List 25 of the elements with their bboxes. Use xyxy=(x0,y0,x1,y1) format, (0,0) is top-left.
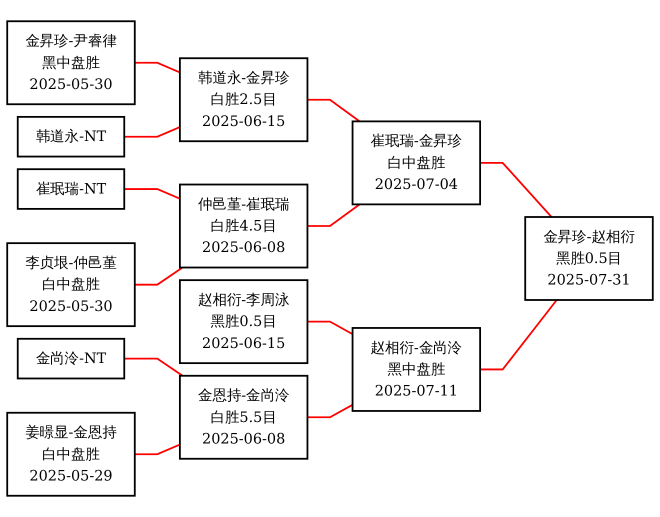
connector xyxy=(480,162,552,218)
node-box: 赵相衍-金尚泠 黑中盘胜 2025-07-11 xyxy=(352,327,482,412)
node-box: 金恩持-金尚泠 白胜5.5目 2025-06-08 xyxy=(178,374,308,460)
connector xyxy=(124,126,180,138)
connector xyxy=(124,188,180,200)
node-box: 金昇珍-尹睿律 黑中盘胜 2025-05-30 xyxy=(6,20,136,106)
node-box: 韩道永-金昇珍 白胜2.5目 2025-06-15 xyxy=(178,57,308,142)
connector xyxy=(124,358,184,377)
node-box: 金尚泠-NT xyxy=(16,338,126,380)
node-box: 赵相衍-李周泳 黑胜0.5目 2025-06-15 xyxy=(178,279,308,364)
node-box: 崔珉瑞-金昇珍 白中盘胜 2025-07-04 xyxy=(352,120,482,206)
connector xyxy=(307,404,353,418)
node-box: 金昇珍-赵相衍 黑胜0.5目 2025-07-31 xyxy=(524,216,654,301)
node-box: 李贞垠-仲邑堇 白中盘胜 2025-05-30 xyxy=(6,242,136,328)
connector xyxy=(307,320,353,335)
node-box: 姜暻显-金恩持 白中盘胜 2025-05-29 xyxy=(6,412,136,497)
connector xyxy=(307,204,360,227)
connector xyxy=(134,62,180,74)
connector xyxy=(134,266,184,286)
connector xyxy=(307,98,360,122)
connector xyxy=(480,299,558,370)
connector xyxy=(134,444,180,456)
node-box: 韩道永-NT xyxy=(16,116,126,158)
node-box: 崔珉瑞-NT xyxy=(16,168,126,210)
node-box: 仲邑堇-崔珉瑞 白胜4.5目 2025-06-08 xyxy=(178,184,308,268)
